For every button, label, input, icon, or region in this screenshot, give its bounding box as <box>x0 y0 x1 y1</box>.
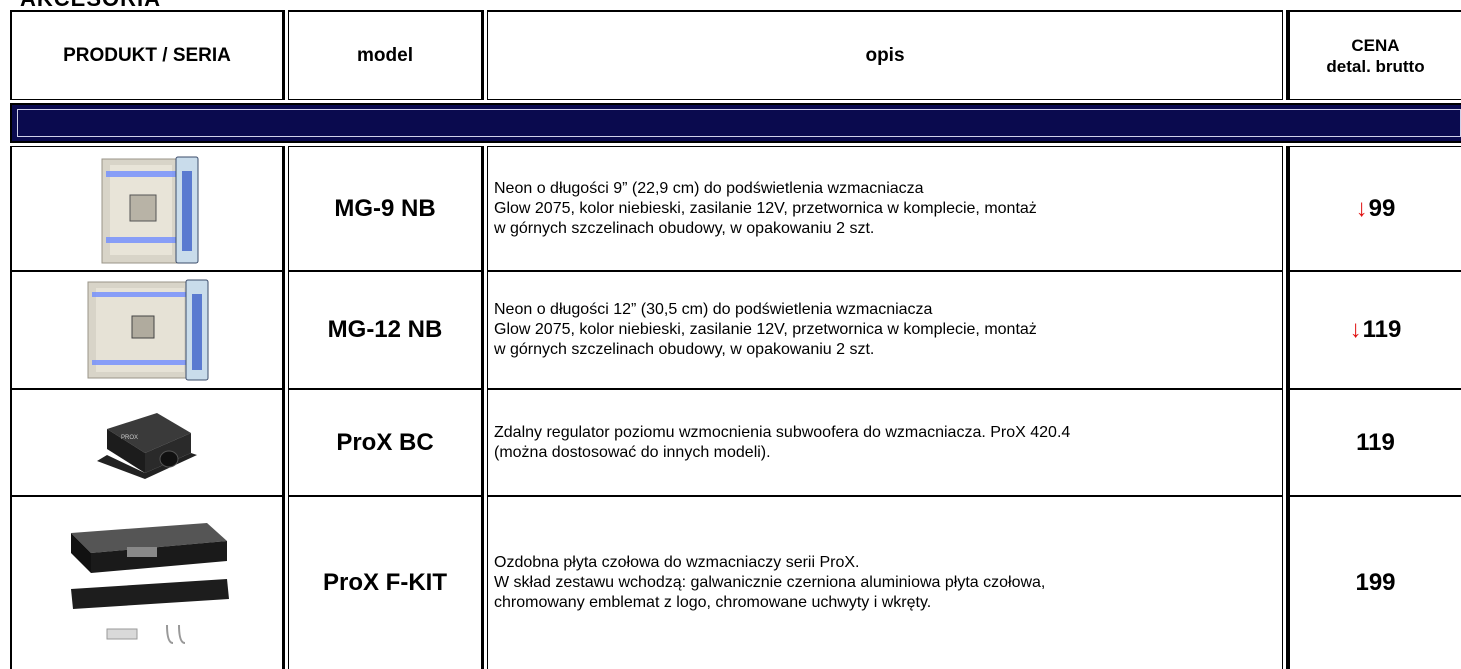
price-value: 119 <box>1356 428 1395 456</box>
product-image-cell: PROX <box>10 389 285 496</box>
svg-text:PROX: PROX <box>121 435 138 441</box>
price-value: 199 <box>1355 569 1396 596</box>
price-cell: 199 <box>1286 496 1461 669</box>
description-line: Glow 2075, kolor niebieski, zasilanie 12… <box>494 321 1037 338</box>
price-down-arrow-icon: ↓ <box>1349 316 1362 343</box>
model-name: MG-12 NB <box>327 316 443 343</box>
section-band <box>10 103 1461 143</box>
header-product: PRODUKT / SERIA <box>10 10 285 100</box>
description-line: (można dostosować do innych modeli). <box>494 443 771 461</box>
product-image-cell <box>10 496 285 669</box>
amplifier-with-neon-blue-icon <box>87 279 209 381</box>
price-value: 119 <box>1362 316 1402 343</box>
model-name: MG-9 NB <box>334 194 436 222</box>
description-line: Neon o długości 12” (30,5 cm) do podświe… <box>494 301 933 318</box>
description-line: chromowany emblemat z logo, chromowane u… <box>494 594 932 611</box>
bass-controller-knob-icon: PROX <box>97 412 197 479</box>
header-cena-line2: detal. brutto <box>1326 56 1425 76</box>
price-value: 99 <box>1368 194 1396 222</box>
description-line: w górnych szczelinach obudowy, w opakowa… <box>494 219 875 237</box>
model-cell: ProX F-KIT <box>288 496 484 669</box>
price-cell: 119 <box>1286 389 1461 496</box>
header-product-label: PRODUKT / SERIA <box>63 44 231 66</box>
header-opis: opis <box>487 10 1283 100</box>
model-cell: MG-9 NB <box>288 146 484 271</box>
header-cena: CENA detal. brutto <box>1286 10 1461 100</box>
header-cena-line1: CENA <box>1351 35 1400 55</box>
page-title: AKCESORIA <box>20 0 161 10</box>
product-image-cell <box>10 271 285 389</box>
model-cell: ProX BC <box>288 389 484 496</box>
description-cell: Zdalny regulator poziomu wzmocnienia sub… <box>487 389 1283 496</box>
header-model: model <box>288 10 484 100</box>
model-cell: MG-12 NB <box>288 271 484 389</box>
model-name: ProX BC <box>336 428 434 456</box>
description-line: Ozdobna płyta czołowa do wzmacniaczy ser… <box>494 554 860 571</box>
front-panel-kit-icon <box>71 523 229 644</box>
description-line: W skład zestawu wchodzą: galwanicznie cz… <box>494 574 1046 591</box>
description-cell: Neon o długości 12” (30,5 cm) do podświe… <box>487 271 1283 389</box>
model-name: ProX F-KIT <box>323 569 447 596</box>
description-line: w górnych szczelinach obudowy, w opakowa… <box>494 341 875 358</box>
product-image-cell <box>10 146 285 271</box>
header-opis-label: opis <box>865 44 905 66</box>
description-line: Glow 2075, kolor niebieski, zasilanie 12… <box>494 199 1037 217</box>
amplifier-with-neon-blue-icon <box>101 156 199 263</box>
description-cell: Ozdobna płyta czołowa do wzmacniaczy ser… <box>487 496 1283 669</box>
description-line: Neon o długości 9” (22,9 cm) do podświet… <box>494 179 924 197</box>
price-cell: ↓119 <box>1286 271 1461 389</box>
price-down-arrow-icon: ↓ <box>1355 194 1368 222</box>
description-cell: Neon o długości 9” (22,9 cm) do podświet… <box>487 146 1283 271</box>
header-model-label: model <box>357 44 413 66</box>
description-line: Zdalny regulator poziomu wzmocnienia sub… <box>494 423 1071 441</box>
price-cell: ↓99 <box>1286 146 1461 271</box>
